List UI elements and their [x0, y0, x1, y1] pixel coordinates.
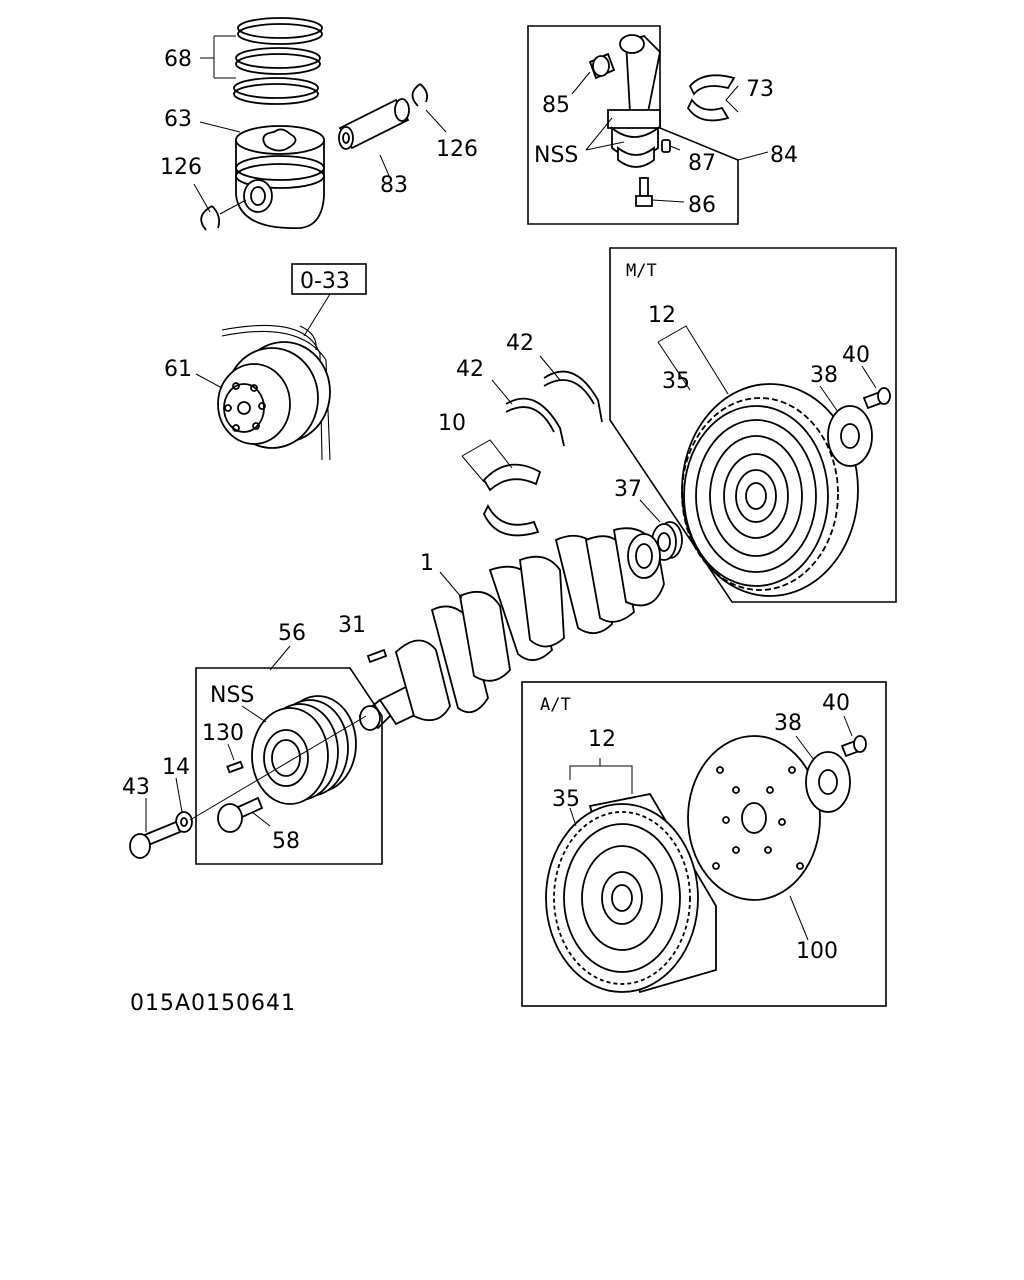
mt-flywheel-panel [609, 247, 897, 603]
at-plate-illustration [805, 751, 851, 813]
conrod-leaders [571, 71, 769, 203]
mt-plate-illustration [827, 405, 873, 467]
thrust-washer-illustration-upper [543, 370, 603, 423]
callout-31: 31 [338, 613, 366, 638]
callout-1: 1 [420, 551, 434, 576]
callout-126-left: 126 [160, 155, 202, 180]
damper-pulley-illustration [251, 695, 357, 805]
callout-nss-damper: NSS [210, 683, 254, 708]
conrod-bolt-illustration [635, 177, 653, 207]
key-illustration [366, 648, 388, 664]
callout-63: 63 [164, 107, 192, 132]
snap-ring-illustration-left [200, 205, 221, 231]
bushing-illustration [588, 52, 616, 80]
callout-12-mt: 12 [648, 303, 676, 328]
at-bolt-illustration [840, 735, 867, 758]
callout-83: 83 [380, 173, 408, 198]
piston-illustration [235, 125, 325, 229]
callout-40-at: 40 [822, 691, 850, 716]
reference-box [291, 263, 367, 295]
pin-130-illustration [226, 760, 244, 774]
callout-35-mt: 35 [662, 369, 690, 394]
callout-40-mt: 40 [842, 343, 870, 368]
reference-box-label: 0-33 [300, 269, 350, 294]
drawing-code: 015A0150641 [130, 991, 296, 1016]
at-panel-title: A/T [540, 695, 571, 715]
pulley-leader [195, 373, 223, 389]
callout-10: 10 [438, 411, 466, 436]
bolt-58-illustration [217, 796, 264, 833]
mt-leaders [657, 325, 877, 413]
piston-rings-illustration [233, 17, 323, 105]
thrust-washer-illustration-lower [505, 397, 565, 447]
callout-38-mt: 38 [810, 363, 838, 388]
mt-bolt-illustration [862, 387, 891, 410]
piston-pin-illustration [338, 98, 410, 150]
piston-leaders [193, 35, 447, 215]
callout-61: 61 [164, 357, 192, 382]
damper-group-box [195, 667, 383, 865]
pin-87-illustration [661, 139, 671, 153]
main-bearing-illustration [482, 463, 542, 537]
at-leaders [569, 715, 853, 941]
callout-43: 43 [122, 775, 150, 800]
callout-56: 56 [278, 621, 306, 646]
mt-panel-title: M/T [626, 261, 657, 281]
snap-ring-illustration-right [411, 83, 429, 107]
callout-85: 85 [542, 93, 570, 118]
crankshaft-illustration [358, 527, 665, 731]
at-torque-converter-illustration [545, 792, 717, 994]
callout-37: 37 [614, 477, 642, 502]
callout-58: 58 [272, 829, 300, 854]
callout-nss-conrod: NSS [534, 143, 578, 168]
crankshaft-leader [439, 571, 463, 599]
callout-35-at: 35 [552, 787, 580, 812]
callout-73: 73 [746, 77, 774, 102]
callout-14: 14 [162, 755, 190, 780]
callout-87: 87 [688, 151, 716, 176]
callout-130: 130 [202, 721, 244, 746]
callout-86: 86 [688, 193, 716, 218]
callout-126-right: 126 [436, 137, 478, 162]
conrod-illustration [607, 34, 661, 168]
at-flexplate-panel [521, 681, 887, 1007]
washer-bearing-leaders [461, 355, 561, 483]
conrod-bearing-illustration [686, 74, 736, 122]
callout-68: 68 [164, 47, 192, 72]
bolt-43-illustration [129, 820, 182, 859]
at-flexplate-illustration [687, 735, 821, 901]
callout-84: 84 [770, 143, 798, 168]
crank-pulley-illustration [217, 324, 331, 461]
pilot-bearing-leader [639, 499, 661, 523]
callout-100: 100 [796, 939, 838, 964]
callout-12-at: 12 [588, 727, 616, 752]
callout-42-lower: 42 [456, 357, 484, 382]
mt-flywheel-illustration [681, 383, 859, 597]
reference-leader [303, 293, 331, 337]
callout-38-at: 38 [774, 711, 802, 736]
damper-leaders [145, 645, 367, 832]
callout-42-upper: 42 [506, 331, 534, 356]
